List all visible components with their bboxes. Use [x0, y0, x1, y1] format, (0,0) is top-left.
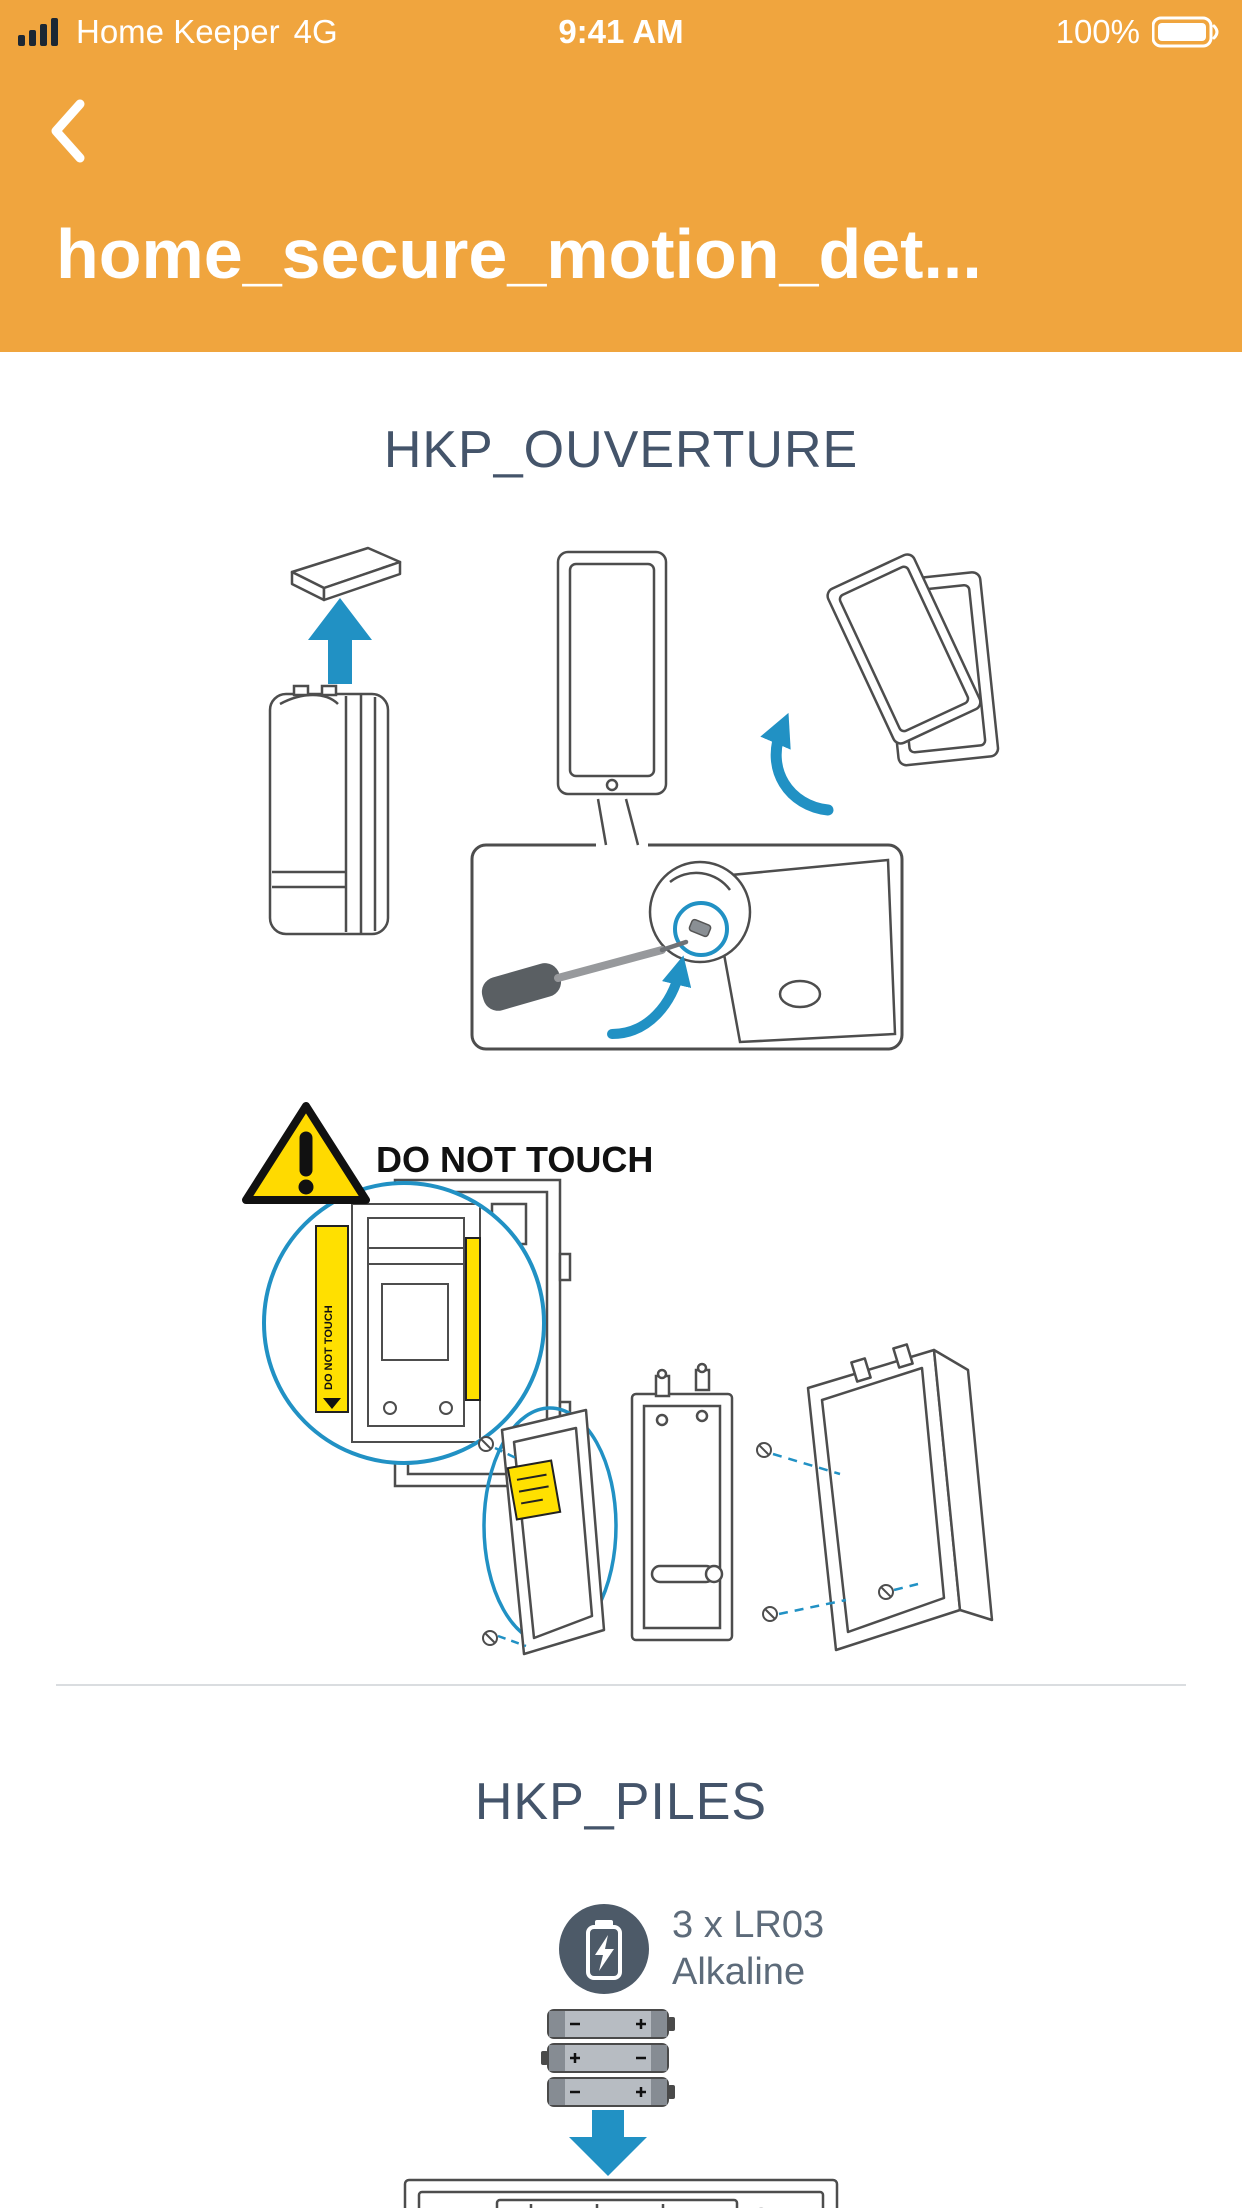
battery-full-icon [1152, 16, 1219, 48]
battery-spec-text: 3 x LR03 Alkaline [672, 1902, 824, 1996]
warning-label: DO NOT TOUCH [376, 1139, 653, 1180]
illustration-do-not-touch: DO NOT TOUCH DO NOT TOUCH [242, 1102, 994, 1656]
arrow-down-icon [569, 2110, 647, 2176]
status-right-group: 100% [1056, 13, 1222, 51]
battery-count-label: 3 x LR03 [672, 1904, 825, 1946]
warning-tab-label: DO NOT TOUCH [323, 1305, 335, 1390]
signal-bars-icon [18, 18, 58, 46]
arrow-rotate-icon [607, 955, 692, 1039]
section-heading-ouverture: HKP_OUVERTURE [383, 421, 859, 479]
screwdriver [481, 939, 689, 1011]
battery-percent-label: 100% [1055, 13, 1140, 50]
illustration-battery-stack [541, 2009, 675, 2107]
back-button[interactable] [30, 92, 106, 170]
carrier-label: Home Keeper [76, 13, 280, 50]
status-left-group: Home Keeper 4G [18, 13, 338, 51]
battery-spec: 3 x LR03 Alkaline [558, 1902, 824, 1996]
section-divider [56, 1684, 1186, 1686]
status-bar: Home Keeper 4G 9:41 AM 100% [0, 0, 1242, 64]
arrow-rotate-icon [760, 712, 834, 816]
chevron-left-icon [51, 99, 85, 163]
document-title: home_secure_motion_det... [56, 215, 982, 293]
app-header: Home Keeper 4G 9:41 AM 100% home_secure_… [0, 0, 1242, 352]
illustration-open-cover [268, 546, 1000, 1051]
illustration-device-bottom [403, 2178, 839, 2208]
battery-bolt-icon [559, 1904, 649, 1994]
battery-type-label: Alkaline [672, 1951, 806, 1993]
status-clock: 9:41 AM [0, 13, 1242, 51]
network-label: 4G [293, 13, 338, 50]
clock-label: 9:41 AM [558, 13, 684, 50]
arrow-up-icon [308, 598, 372, 684]
section-heading-piles: HKP_PILES [474, 1773, 768, 1831]
